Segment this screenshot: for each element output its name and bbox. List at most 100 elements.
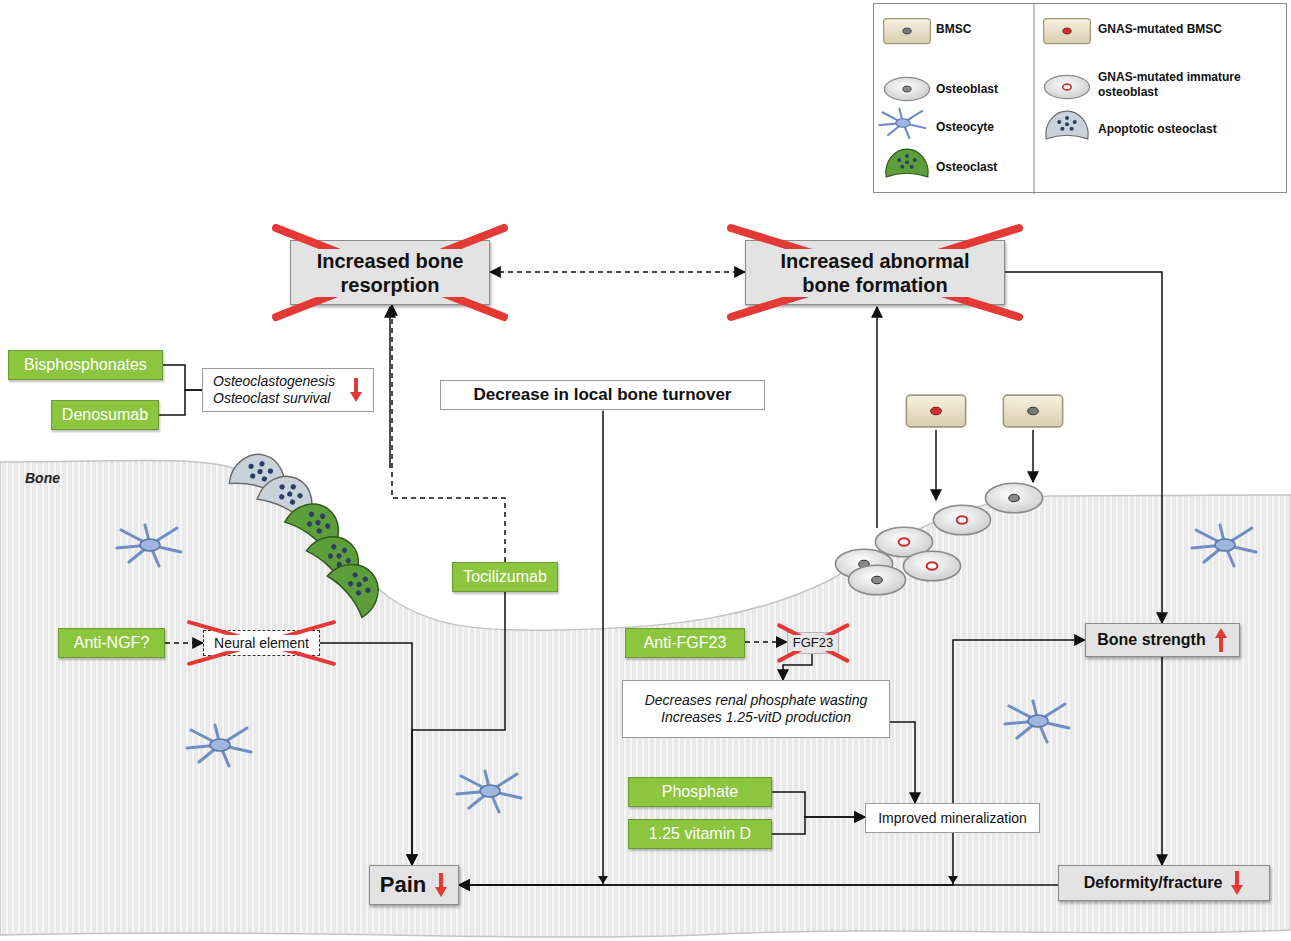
red-arrow	[350, 378, 362, 402]
legend-text: Osteocyte	[936, 120, 994, 135]
osteoclast-to-resorption-arrow	[389, 307, 391, 468]
target-box: Neural element	[203, 630, 320, 656]
legend-sample	[1044, 19, 1091, 44]
node-text: Improved mineralization	[878, 810, 1027, 827]
legend-sample	[1046, 111, 1088, 139]
outcome-box: Deformity/fracture	[1058, 865, 1270, 901]
node-text: Neural element	[214, 635, 309, 652]
illustration-part	[1003, 395, 1062, 427]
red-arrow	[1214, 628, 1228, 652]
legend-sample	[882, 72, 932, 108]
connector	[459, 884, 1058, 886]
node-text: Increased abnormal bone formation	[760, 249, 990, 297]
node-text: Osteoclastogenesis Osteoclast survival	[213, 373, 341, 407]
legend-sample	[884, 19, 931, 44]
legend-sample	[1042, 14, 1092, 50]
cross-mark	[731, 228, 1019, 317]
illustration-part	[906, 395, 965, 427]
drug-box: Anti-NGF?	[58, 628, 165, 658]
connector	[890, 722, 915, 803]
node-text: Decreases renal phosphate wasting Increa…	[633, 692, 879, 726]
outcome-box: Bone strength	[1085, 623, 1240, 657]
illustration-part	[985, 483, 1042, 513]
drug-box: Bisphosphonates	[8, 350, 163, 380]
osteoblasts	[835, 483, 1042, 595]
connector	[490, 271, 745, 273]
target-box: FGF23	[787, 632, 839, 654]
legend-text: GNAS-mutated immature osteoblast	[1098, 70, 1274, 100]
illustration-part	[903, 551, 960, 581]
bmsc-arrow	[935, 430, 937, 500]
bmsc-arrow	[1032, 430, 1034, 482]
node-text: Bisphosphonates	[24, 355, 147, 374]
effect-box: Increased abnormal bone formation	[745, 240, 1005, 305]
node-text: Denosumab	[62, 405, 148, 424]
legend-sample	[882, 146, 932, 182]
legend-sample	[1042, 108, 1092, 144]
legend-sample	[882, 14, 932, 50]
drug-box: Anti-FGF23	[625, 628, 745, 658]
legend-text: Osteoblast	[936, 82, 998, 97]
red-arrow	[434, 873, 448, 897]
legend-text: BMSC	[936, 22, 971, 37]
drug-box: Denosumab	[51, 400, 159, 430]
bone-region	[0, 460, 1291, 937]
connector	[953, 640, 1085, 803]
illustration-part	[1192, 525, 1256, 566]
node-text: Increased bone resorption	[301, 249, 479, 297]
illustration-part	[1034, 4, 1035, 194]
node-text: Phosphate	[662, 782, 739, 801]
illustration-part	[187, 725, 251, 766]
connector	[159, 390, 202, 415]
drug-box: 1.25 vitamin D	[628, 819, 772, 848]
red-arrow	[349, 378, 363, 402]
mechanism-box: Decreases renal phosphate wasting Increa…	[622, 680, 890, 738]
osteoblast-to-formation-arrow	[876, 307, 878, 528]
legend-sample	[886, 149, 928, 177]
node-text: 1.25 vitamin D	[649, 824, 751, 843]
region-label: Bone	[25, 470, 60, 486]
legend-sample	[878, 106, 928, 142]
cross-mark	[731, 228, 1019, 317]
cross-mark	[779, 625, 847, 660]
connector	[165, 642, 203, 644]
red-arrow	[1230, 871, 1244, 895]
node-text: Anti-FGF23	[644, 633, 727, 652]
node-text: Anti-NGF?	[74, 633, 150, 652]
connector	[320, 643, 412, 865]
illustration-part	[933, 505, 990, 535]
illustration-part	[327, 553, 390, 618]
node-text: Deformity/fracture	[1084, 873, 1223, 892]
node-text: FGF23	[793, 635, 833, 651]
osteoclasts	[229, 449, 390, 618]
effect-box: Improved mineralization	[865, 803, 1040, 833]
red-arrow	[435, 873, 447, 897]
osteocytes	[117, 525, 1256, 812]
cross-mark	[189, 622, 334, 664]
node-text: Bone strength	[1097, 630, 1205, 649]
illustration-part	[457, 771, 521, 812]
connector	[1161, 657, 1163, 865]
illustration-part	[1005, 701, 1069, 742]
illustration-part	[848, 565, 905, 595]
red-arrow	[1215, 628, 1227, 652]
effect-box: Decrease in local bone turnover	[440, 380, 765, 410]
connector	[1005, 272, 1162, 623]
legend-sample	[1042, 70, 1092, 106]
cross-mark	[276, 228, 504, 317]
effect-box: Increased bone resorption	[290, 240, 490, 305]
legend-text: Apoptotic osteoclast	[1098, 122, 1278, 137]
legend-text: Osteoclast	[936, 160, 997, 175]
connector	[412, 592, 505, 865]
node-text: Tocilizumab	[463, 567, 547, 586]
drug-box: Tocilizumab	[452, 562, 558, 592]
legend-sample	[879, 109, 925, 138]
illustration-part	[117, 525, 181, 566]
connector	[163, 365, 202, 390]
connector	[772, 817, 865, 834]
outcome-box: Pain	[369, 865, 459, 905]
mechanism-box: Osteoclastogenesis Osteoclast survival	[202, 368, 374, 412]
cross-mark	[189, 622, 334, 664]
node-text: Pain	[380, 872, 426, 898]
